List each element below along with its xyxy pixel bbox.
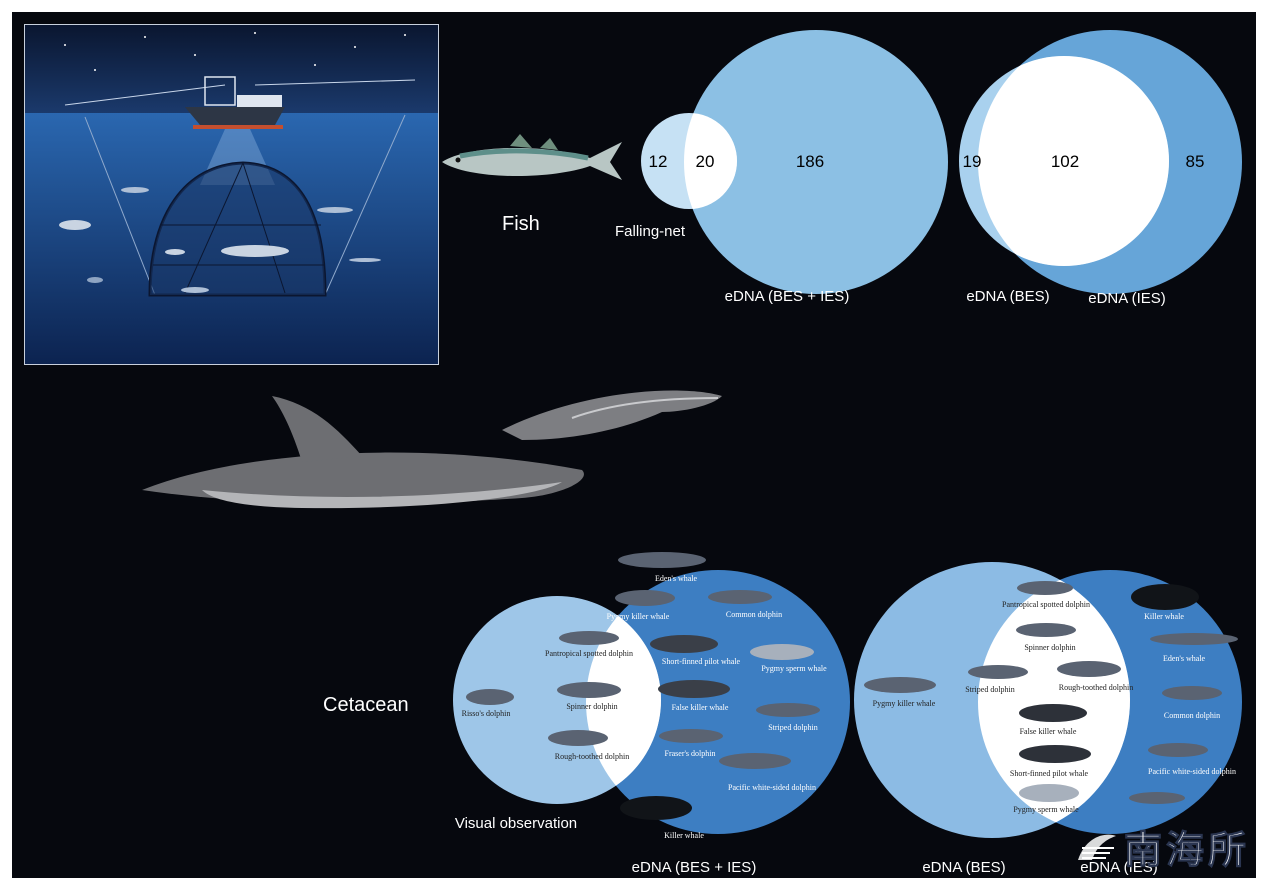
cetacean-venn-left-overlap	[586, 596, 661, 804]
figure-canvas: Fish Cetacean 12 20 186 Falling-net eDNA…	[12, 12, 1256, 878]
institute-watermark: 南海所	[1076, 819, 1250, 874]
cetacean-left-label-edna: eDNA (BES + IES)	[631, 859, 757, 876]
cet-right-both-species-3: Striped dolphin	[965, 685, 1015, 694]
fish-right-label-bes: eDNA (BES)	[966, 288, 1050, 305]
cet-left-only-b-species-7: Striped dolphin	[768, 723, 818, 732]
cet-left-only-b-species-10: Killer whale	[664, 831, 704, 840]
fish-right-label-ies: eDNA (IES)	[1088, 290, 1166, 307]
fish-left-only-net-count: 12	[648, 152, 668, 171]
cetacean-group-label: Cetacean	[323, 694, 409, 716]
fish-right-only-bes-count: 19	[962, 152, 982, 171]
fish-left-label-edna: eDNA (BES + IES)	[724, 288, 850, 305]
fish-left-only-edna-count: 186	[795, 152, 825, 171]
cet-right-both-species-4: Rough-toothed dolphin	[1058, 683, 1134, 692]
cet-right-only-b-species-4: Pacific white-sided dolphin	[1148, 767, 1236, 776]
cet-right-both-species-5: False killer whale	[1019, 727, 1077, 736]
cetacean-venn-diagrams	[453, 552, 1242, 838]
fish-right-overlap-count: 102	[1050, 152, 1080, 171]
fish-icon	[442, 134, 622, 180]
fish-venn-left-edna-circle	[684, 30, 948, 294]
fish-venn-diagrams	[641, 30, 1242, 294]
cet-right-both-species-7: Pygmy sperm whale	[1013, 805, 1079, 814]
cet-right-both-species-2: Spinner dolphin	[1024, 643, 1076, 652]
cet-right-only-b-species-1: Killer whale	[1144, 612, 1184, 621]
fish-left-overlap-count: 20	[695, 152, 715, 171]
cetacean-right-label-ies: eDNA (IES)	[1080, 859, 1158, 876]
cet-left-only-b-species-1: Eden's whale	[654, 574, 698, 583]
institute-logo-icon	[1077, 834, 1116, 860]
cet-right-both-species-6: Short-finned pilot whale	[1009, 769, 1089, 778]
cet-right-only-b-species-3: Common dolphin	[1163, 711, 1221, 720]
cet-left-both-species-3: Rough-toothed dolphin	[554, 752, 630, 761]
cet-left-only-b-species-2: Pygmy killer whale	[606, 612, 670, 621]
fish-left-label-net: Falling-net	[614, 223, 686, 240]
falling-net-illustration	[24, 24, 439, 365]
cet-left-only-b-species-5: Pygmy sperm whale	[761, 664, 827, 673]
institute-logo-text: 南海所	[1123, 828, 1250, 873]
fish-right-only-ies-count: 85	[1185, 152, 1205, 171]
fish-venn-right-overlap	[978, 56, 1169, 266]
cet-left-only-b-species-8: Fraser's dolphin	[664, 749, 716, 758]
fish-venn-left-overlap	[684, 113, 737, 209]
cet-left-only-b-species-6: False killer whale	[671, 703, 729, 712]
cet-left-only-b-species-9: Pacific white-sided dolphin	[728, 783, 816, 792]
cet-left-only-b-species-3: Common dolphin	[725, 610, 783, 619]
cetacean-venn-left-edna-circle	[586, 570, 850, 834]
cet-left-only-a-species-1: Risso's dolphin	[461, 709, 511, 718]
cet-left-both-species-1: Pantropical spotted dolphin	[545, 649, 633, 658]
cet-right-only-a-species-1: Pygmy killer whale	[872, 699, 936, 708]
cetacean-left-label-visual: Visual observation	[454, 815, 578, 832]
cet-left-only-b-species-4: Short-finned pilot whale	[661, 657, 741, 666]
fish-group-label: Fish	[502, 213, 540, 235]
cet-right-both-species-1: Pantropical spotted dolphin	[1002, 600, 1090, 609]
cetacean-right-label-bes: eDNA (BES)	[922, 859, 1006, 876]
cet-left-both-species-2: Spinner dolphin	[566, 702, 618, 711]
falling-net-scene-icon	[25, 25, 438, 364]
dolphins-photo-icon	[142, 390, 722, 509]
cet-right-only-b-species-2: Eden's whale	[1162, 654, 1206, 663]
